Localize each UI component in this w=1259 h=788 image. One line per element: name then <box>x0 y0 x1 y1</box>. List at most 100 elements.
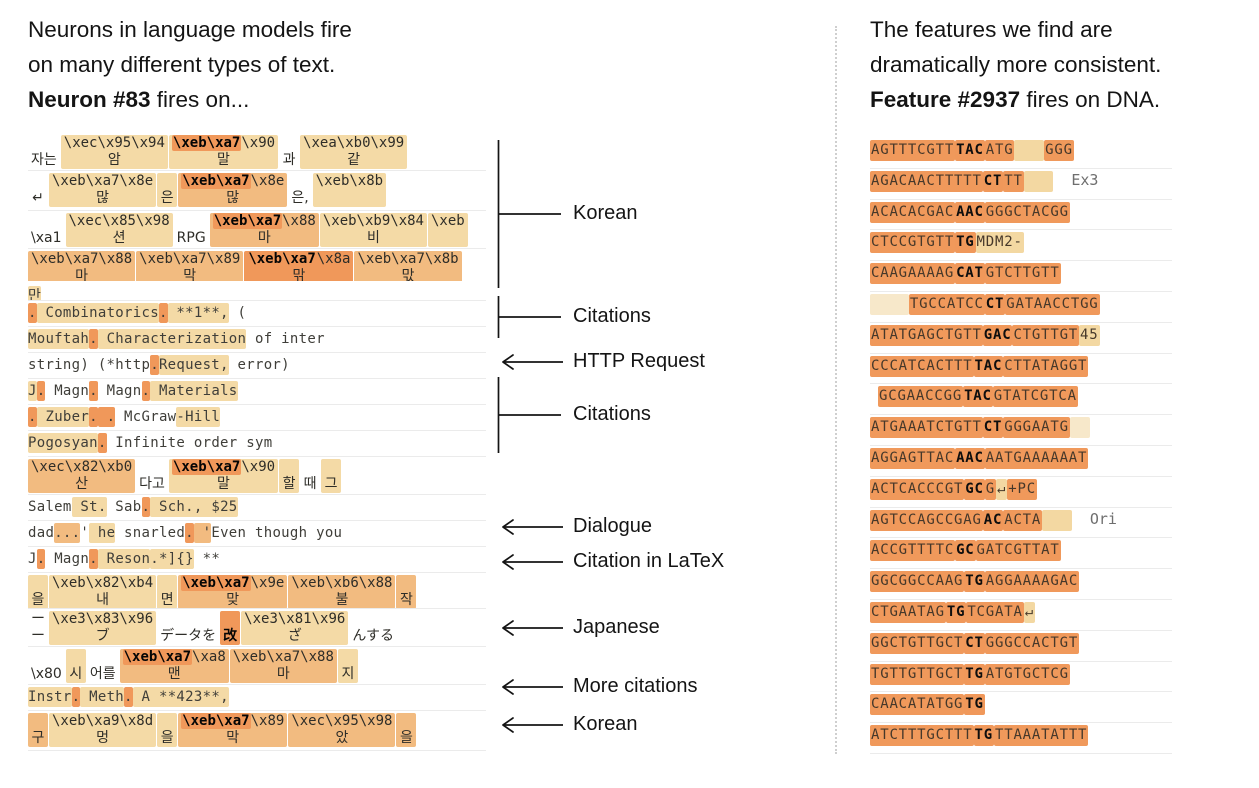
dna-segment: TAC <box>963 386 993 408</box>
vertical-dotted-divider <box>835 26 837 754</box>
bracket-line <box>497 377 561 453</box>
dna-segment: +PC <box>1007 478 1037 500</box>
annotation-label: Japanese <box>573 616 660 638</box>
text-segment: **1**, <box>167 303 229 323</box>
text-row: J. Magn. Reson.*]{} ** <box>28 547 486 573</box>
dna-segment: ACTCACCCGT <box>870 478 965 500</box>
bracket-annotation: Citations <box>497 377 651 458</box>
arrow-annotation: More citations <box>497 675 698 703</box>
text-row: J. Magn. Magn. Materials <box>28 379 486 405</box>
right-header-line3: Feature #2937 fires on DNA. <box>870 82 1161 117</box>
token: 구 <box>28 713 48 747</box>
dna-segment: CTGAATAG <box>870 601 946 623</box>
right-header-tail: fires on DNA. <box>1020 87 1161 112</box>
dna-segment <box>1042 509 1072 531</box>
annotation-label: HTTP Request <box>573 350 705 372</box>
token: 改 <box>220 611 241 645</box>
dna-segment: 45 <box>1079 324 1100 346</box>
dna-segment: TG <box>964 694 985 716</box>
dna-segment: TTAAATATTT <box>994 725 1089 747</box>
arrow-line <box>502 620 563 636</box>
dna-segment: TAC <box>973 355 1004 377</box>
token: 다고 <box>139 476 165 492</box>
arrow-annotation: Dialogue <box>497 515 652 543</box>
text-row: Salem St. Sab. Sch., $25 <box>28 495 486 521</box>
left-header-line2: on many different types of text. <box>28 52 336 77</box>
text-segment: .*]{} <box>150 549 194 569</box>
token: 지 <box>337 649 358 683</box>
dna-segment: CAAGAAAAG <box>870 263 956 285</box>
left-header: Neurons in language models fire on many … <box>28 12 352 117</box>
text-segment: dad <box>28 525 55 541</box>
token: ↵ <box>32 190 44 206</box>
text-segment: -Hill <box>176 407 221 427</box>
dna-segment: TG <box>955 232 976 254</box>
text-segment: . <box>185 523 194 543</box>
text-segment: Even though you <box>211 525 343 541</box>
text-segment: Magn <box>45 383 90 399</box>
text-segment: . <box>89 381 98 401</box>
token: んする <box>352 628 395 644</box>
arrow-annotation: HTTP Request <box>497 350 705 378</box>
bracket-annotation: Citations <box>497 296 651 343</box>
token: 어를 <box>89 666 116 682</box>
dna-segment: TAC <box>955 140 985 161</box>
text-segment: . <box>124 687 133 707</box>
token: 은, <box>291 190 309 206</box>
dna-segment <box>1023 170 1054 192</box>
dna-segment: TCGATA <box>966 601 1024 623</box>
dna-segment: ACCGTTTTC <box>870 540 956 562</box>
dna-segment: ACTA <box>1003 509 1043 531</box>
text-segment: . <box>97 433 107 453</box>
token: 자는 <box>31 152 57 168</box>
dna-segment: MDM2- <box>975 232 1024 254</box>
dna-segment: TG <box>964 663 985 685</box>
dna-segment: TG <box>964 571 985 593</box>
text-segment: . <box>97 407 116 427</box>
token: 을 <box>28 575 48 608</box>
dna-segment: AAC <box>955 201 985 223</box>
text-segment: . <box>89 329 98 349</box>
text-segment: . <box>89 407 98 427</box>
token: 할 <box>279 459 300 493</box>
bracket-line <box>497 296 561 338</box>
dna-segment <box>1014 140 1045 161</box>
text-segment: . <box>141 497 151 517</box>
text-segment: J <box>28 551 37 567</box>
dna-segment: CCCATCACTTT <box>870 355 974 377</box>
dna-row-note: Ex3 <box>1071 170 1099 189</box>
text-segment: . <box>158 303 168 323</box>
token: 시 <box>65 649 86 683</box>
arrow-annotation: Korean <box>497 713 638 741</box>
dna-segment: ↵ <box>996 478 1008 500</box>
token: 때 <box>303 476 317 492</box>
annotation-label: Citations <box>573 305 651 327</box>
left-header-line3: Neuron #83 fires on... <box>28 82 352 117</box>
token: 을 <box>157 713 178 747</box>
token: \x80 <box>31 666 62 682</box>
text-segment: Reson <box>97 549 151 569</box>
